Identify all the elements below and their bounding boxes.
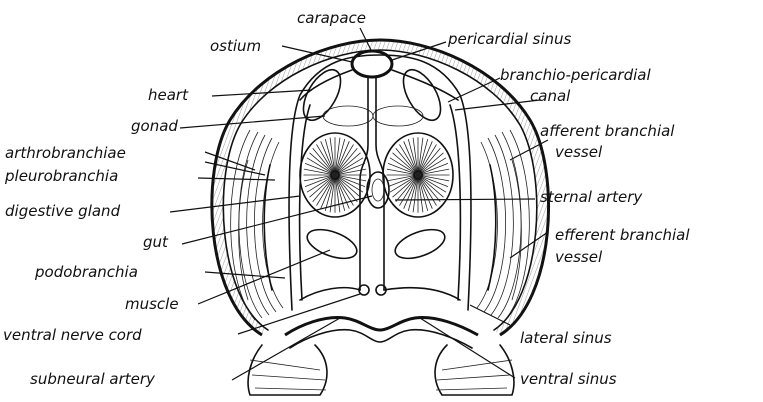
label-efferent-vessel: vessel: [555, 248, 603, 266]
label-sternal-artery: sternal artery: [540, 188, 643, 206]
labels: carapace ostium pericardial sinus branch…: [3, 9, 690, 388]
label-carapace: carapace: [297, 9, 366, 27]
label-canal: canal: [530, 87, 571, 105]
ventral-region: [285, 285, 478, 348]
label-gonad: gonad: [131, 117, 178, 135]
label-podobranchia: podobranchia: [34, 263, 138, 281]
digestive-gland-left: [300, 133, 370, 217]
label-lateral-sinus: lateral sinus: [520, 329, 612, 347]
label-afferent-branchial: afferent branchial: [540, 122, 675, 140]
label-ventral-nerve-cord: ventral nerve cord: [3, 326, 142, 344]
carapace-outline: [212, 40, 549, 335]
label-efferent-branchial: efferent branchial: [555, 226, 690, 244]
label-pleurobranchia: pleurobranchia: [4, 167, 118, 185]
digestive-gland-right: [383, 133, 453, 217]
right-muscle-mass: [391, 224, 448, 264]
label-pericardial-sinus: pericardial sinus: [447, 30, 572, 48]
label-arthrobranchiae: arthrobranchiae: [5, 144, 126, 162]
label-subneural-artery: subneural artery: [30, 370, 156, 388]
label-muscle: muscle: [125, 295, 179, 313]
gonad: [323, 106, 423, 126]
label-ventral-sinus: ventral sinus: [520, 370, 617, 388]
label-afferent-vessel: vessel: [555, 143, 603, 161]
label-heart: heart: [148, 86, 189, 104]
label-ostium: ostium: [210, 37, 261, 55]
label-branchio-pericardial: branchio-pericardial: [500, 66, 651, 84]
label-gut: gut: [143, 233, 169, 251]
left-muscle-mass: [303, 224, 360, 264]
right-pericardial-mass: [396, 64, 448, 126]
label-digestive-gland: digestive gland: [5, 202, 121, 220]
